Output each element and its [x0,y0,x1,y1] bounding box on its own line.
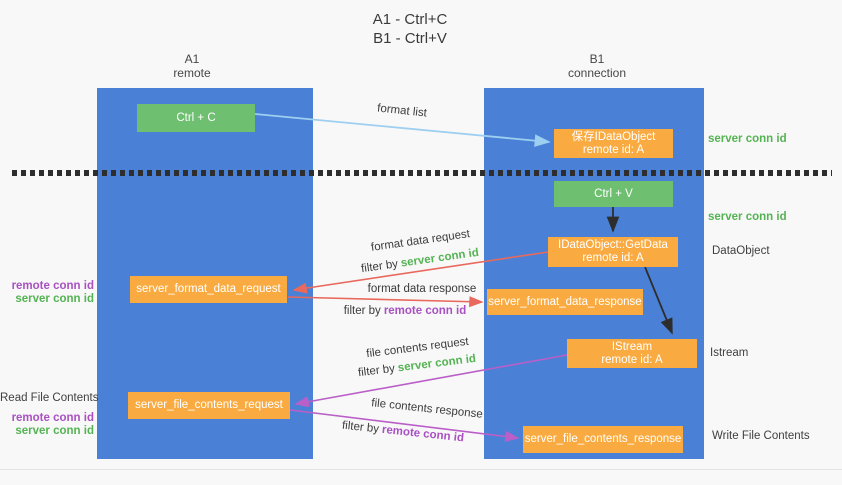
write-file-contents-label: Write File Contents [712,430,810,442]
ctrl-v-node: Ctrl + V [554,181,673,207]
istream-node: IStream remote id: A [567,339,697,368]
lane-a1-name: A1 [184,52,200,66]
server-conn-id-label-left-1: server conn id [15,293,94,305]
lane-header-b1: B1 connection [517,52,677,80]
bottom-divider-line [0,469,842,470]
format-data-request-arrow [292,251,549,294]
file-contents-response-arrow [289,409,520,442]
server-file-contents-request-node: server_file_contents_request [128,392,290,419]
istream-side-label: Istream [710,347,749,359]
read-file-contents-label: Read File Contents [0,392,99,404]
remote-conn-id-label-left-2: remote conn id [11,412,94,424]
server-file-contents-response-node: server_file_contents_response [523,426,683,453]
server-conn-id-label-top-right: server conn id [708,133,787,145]
istream-remote-id: remote id: A [601,353,663,366]
ctrl-v-label: Ctrl + V [594,187,633,200]
server-format-data-request-node: server_format_data_request [130,276,287,303]
server-conn-id-label-left-2: server conn id [15,425,94,437]
filter-by-prefix: filter by [343,305,381,317]
remote-conn-id-label-left-1: remote conn id [11,280,94,292]
getdata-to-istream-arrow [644,266,673,335]
ctrl-c-node: Ctrl + C [137,104,255,132]
lane-b1-role: connection [567,66,627,80]
lane-a1-role: remote [173,66,211,80]
save-idataobject-remote-id: remote id: A [582,143,645,156]
server-file-contents-response-label: server_file_contents_response [524,433,682,445]
lane-b1-name: B1 [589,52,605,66]
getdata-remote-id: remote id: A [582,252,644,264]
format-data-response-arrow [287,296,484,308]
title-line-2: B1 - Ctrl+V [373,30,447,47]
format-list-arrow [254,113,551,147]
server-format-data-response-label: server_format_data_response [488,295,642,308]
save-idataobject-title: 保存IDataObject [571,130,656,143]
file-contents-request-arrow [294,354,568,408]
istream-title: IStream [611,340,653,353]
phase-divider-dashed-line [12,170,832,176]
lane-header-a1: A1 remote [112,52,272,80]
save-idataobject-node: 保存IDataObject remote id: A [554,129,673,158]
remote-conn-id-key: remote conn id [383,305,467,317]
server-file-contents-request-label: server_file_contents_request [135,399,283,411]
diagram-title: A1 - Ctrl+C B1 - Ctrl+V [0,10,820,48]
idataobject-getdata-node: IDataObject::GetData remote id: A [548,237,678,267]
server-conn-id-label-mid-right: server conn id [708,211,787,223]
format-data-response-label: format data response [367,283,477,295]
server-format-data-response-node: server_format_data_response [487,289,643,315]
title-line-1: A1 - Ctrl+C [372,11,448,28]
dataobject-label: DataObject [712,245,770,257]
server-format-data-request-label: server_format_data_request [136,283,281,295]
ctrl-c-label: Ctrl + C [176,111,216,124]
getdata-title: IDataObject::GetData [558,239,668,251]
